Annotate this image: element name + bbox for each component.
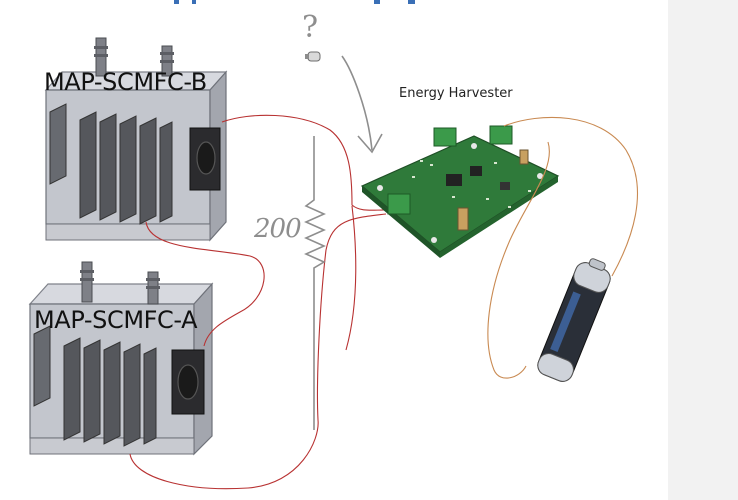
fuel-cell-a xyxy=(28,261,214,456)
wire-harvester-ground xyxy=(345,205,357,351)
wires xyxy=(129,114,387,490)
cropped-title-fragment xyxy=(174,0,434,4)
battery-wires xyxy=(487,116,639,379)
schematic-svg xyxy=(28,37,639,490)
bulb-icon xyxy=(305,51,321,62)
fuel-cell-a-label: MAP-SCMFC-A xyxy=(34,306,198,334)
arrow-sketch xyxy=(341,55,383,154)
question-mark-label: ? xyxy=(302,10,319,45)
resistor-sketch xyxy=(304,136,326,430)
diagram-canvas: MAP-SCMFC-B MAP-SCMFC-A Energy Harvester… xyxy=(28,0,639,490)
wire-b-to-harvester xyxy=(221,114,385,211)
fuel-cell-b xyxy=(44,37,228,242)
wire-a-to-resistor xyxy=(129,213,387,490)
fuel-cell-b-label: MAP-SCMFC-B xyxy=(44,68,207,96)
energy-harvester-label: Energy Harvester xyxy=(399,86,513,101)
energy-harvester-board xyxy=(360,125,560,258)
battery xyxy=(537,258,611,382)
side-panel xyxy=(668,0,738,500)
wire-b-to-a xyxy=(145,221,265,347)
resistor-value-label: 200 xyxy=(254,214,302,244)
